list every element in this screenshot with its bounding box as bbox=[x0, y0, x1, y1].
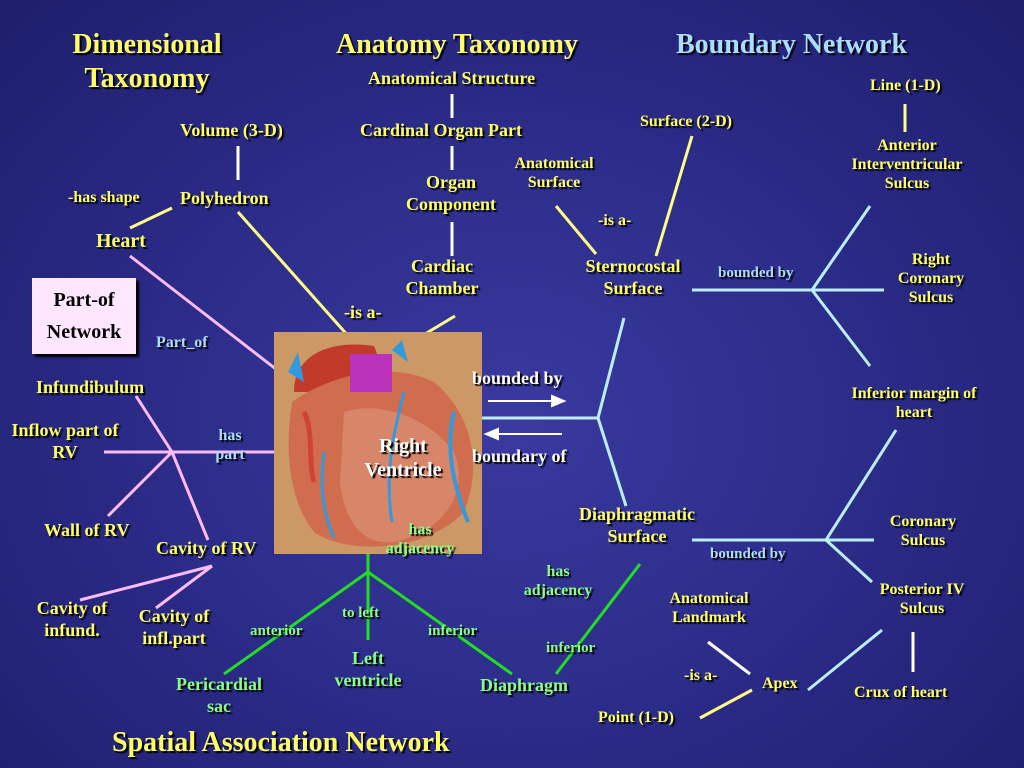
node-wall-of-rv: Wall of RV bbox=[44, 520, 130, 540]
title-dimensional-taxonomy: Dimensional Taxonomy bbox=[72, 29, 222, 94]
title-boundary-network: Boundary Network bbox=[676, 29, 908, 60]
node-right-coronary-sulcus: Right Coronary Sulcus bbox=[897, 251, 965, 307]
node-diaphragmatic-surface: Diaphragmatic Surface bbox=[579, 504, 695, 546]
node-heart: Heart bbox=[96, 230, 146, 252]
label-boundary-of-rv: boundary of bbox=[472, 446, 567, 466]
node-organ-component: Organ Component bbox=[405, 172, 496, 214]
label-is-a-surface: -is a- bbox=[598, 212, 632, 229]
label-inferior-rv: inferior bbox=[428, 623, 478, 639]
heart-illustration bbox=[274, 332, 482, 554]
line-isa-heart bbox=[424, 314, 456, 336]
node-point-1d: Point (1-D) bbox=[598, 709, 674, 726]
node-anatomical-landmark: Anatomical Landmark bbox=[669, 590, 749, 627]
label-is-a-chamber: -is a- bbox=[344, 302, 382, 322]
node-cardinal-organ-part: Cardinal Organ Part bbox=[360, 120, 522, 140]
label-part-of: Part_of bbox=[156, 334, 208, 351]
node-crux-of-heart: Crux of heart bbox=[854, 684, 948, 701]
node-left-ventricle: Left ventricle bbox=[334, 648, 402, 690]
label-bounded-by-sternocostal: bounded by bbox=[718, 265, 794, 281]
line-landmark-apex bbox=[707, 640, 751, 676]
node-cavity-of-infund: Cavity of infund. bbox=[36, 598, 108, 640]
node-apex: Apex bbox=[762, 675, 798, 692]
line-surface2d bbox=[654, 135, 694, 257]
node-cardiac-chamber: Cardiac Chamber bbox=[405, 256, 479, 298]
label-is-a-apex: -is a- bbox=[684, 667, 718, 684]
node-anatomical-surface: Anatomical Surface bbox=[514, 155, 594, 192]
node-pericardial-sac: Pericardial sac bbox=[176, 674, 262, 716]
node-right-ventricle: Right Ventricle bbox=[364, 435, 442, 481]
label-inferior-diaphragmatic: inferior bbox=[546, 640, 596, 656]
node-inferior-margin: Inferior margin of heart bbox=[851, 385, 977, 422]
title-spatial-network: Spatial Association Network bbox=[112, 727, 450, 758]
label-to-left: to left bbox=[342, 605, 380, 621]
partof-network-box: Part-of Network bbox=[32, 278, 136, 354]
line-anatsurface bbox=[554, 205, 598, 255]
label-has-adjacency-rv: has adjacency bbox=[385, 521, 455, 558]
label-bounded-by-rv: bounded by bbox=[472, 368, 563, 388]
node-infundibulum: Infundibulum bbox=[36, 377, 145, 397]
node-coronary-sulcus: Coronary Sulcus bbox=[889, 513, 957, 550]
heart-image bbox=[274, 332, 482, 554]
node-anatomical-structure: Anatomical Structure bbox=[368, 68, 536, 88]
node-cavity-of-rv: Cavity of RV bbox=[156, 538, 257, 558]
node-posterior-iv-sulcus: Posterior IV Sulcus bbox=[879, 581, 965, 618]
node-anterior-iv-sulcus: Anterior Interventricular Sulcus bbox=[851, 137, 963, 193]
node-line-1d: Line (1-D) bbox=[870, 77, 941, 94]
line-hasshape bbox=[129, 206, 173, 230]
title-anatomy-taxonomy: Anatomy Taxonomy bbox=[336, 29, 578, 60]
node-diaphragm: Diaphragm bbox=[480, 675, 569, 695]
node-surface-2d: Surface (2-D) bbox=[640, 113, 732, 130]
node-polyhedron: Polyhedron bbox=[180, 188, 269, 208]
label-has-shape: -has shape bbox=[68, 189, 140, 206]
label-has-part: has part bbox=[215, 427, 245, 464]
label-has-adjacency-diaphragmatic: has adjacency bbox=[523, 563, 593, 600]
label-anterior: anterior bbox=[250, 623, 303, 639]
node-sternocostal-surface: Sternocostal Surface bbox=[585, 256, 681, 298]
node-volume: Volume (3-D) bbox=[180, 120, 283, 140]
node-cavity-of-inflpart: Cavity of infl.part bbox=[138, 606, 210, 648]
node-inflow-part: Inflow part of RV bbox=[11, 420, 119, 462]
label-bounded-by-diaphragmatic: bounded by bbox=[710, 546, 786, 562]
line-point1d bbox=[699, 688, 753, 720]
